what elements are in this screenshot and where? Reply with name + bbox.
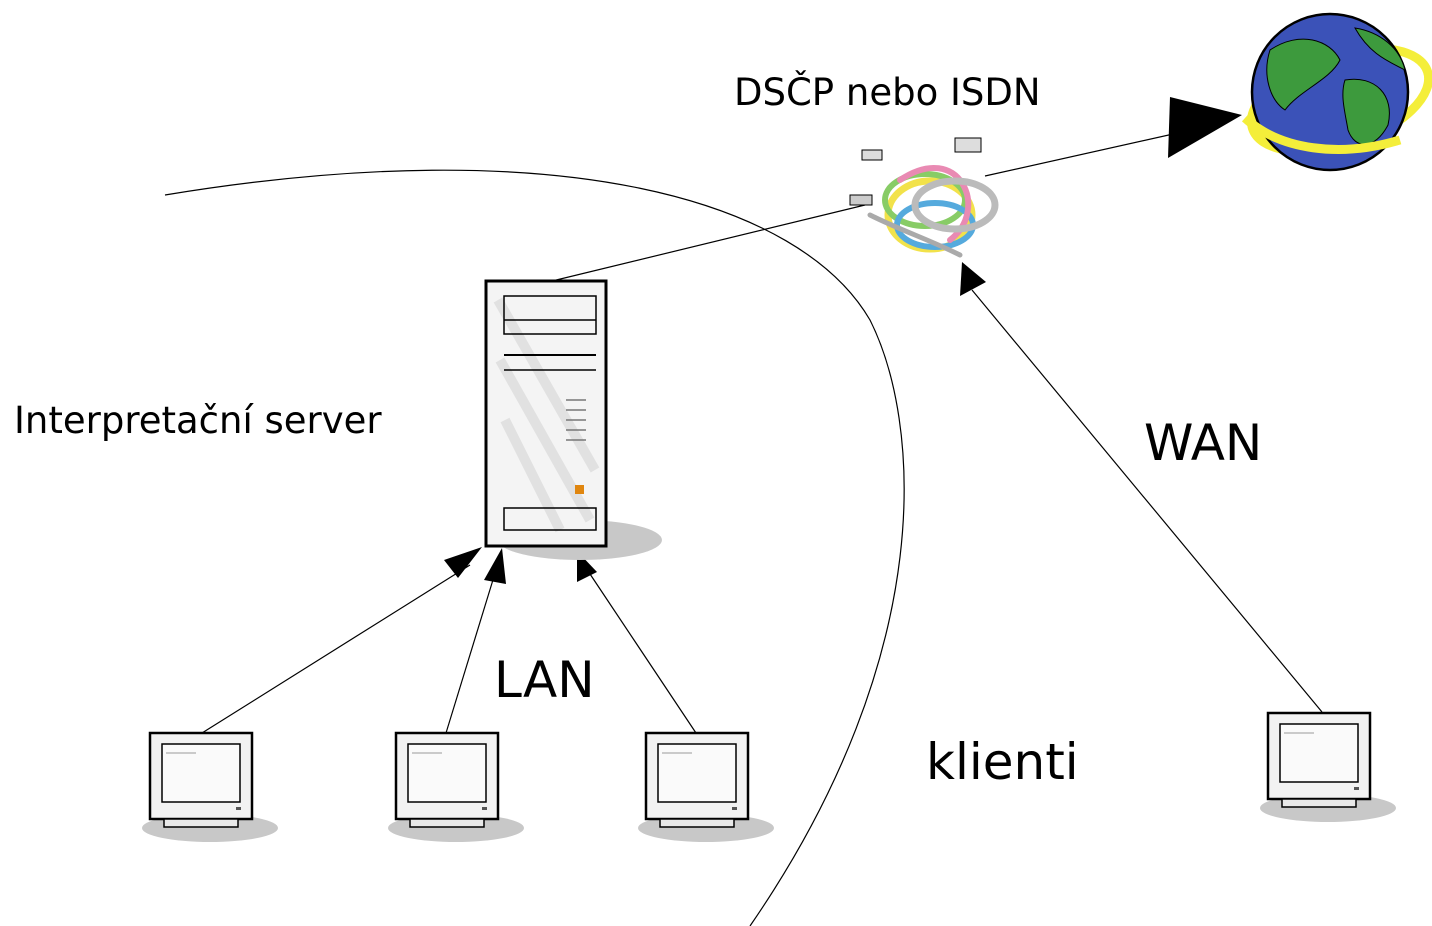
server-tower-icon [484, 279, 662, 560]
server-label: Interpretační server [14, 399, 382, 442]
lan-line-3 [589, 573, 697, 734]
server-uplink-line [547, 204, 866, 283]
client-monitor-2 [386, 731, 526, 844]
clients-label: klienti [926, 733, 1079, 791]
client-monitor-4 [1258, 711, 1398, 824]
boundary-curve [164, 169, 905, 926]
tangled-cables-icon [849, 137, 999, 258]
dscp-label: DSČP nebo ISDN [734, 71, 1041, 114]
lan-arrow-head-1 [444, 547, 482, 578]
globe-icon [1241, 12, 1432, 172]
wan-line [971, 289, 1323, 713]
lan-label: LAN [494, 651, 595, 709]
lan-line-1 [201, 564, 471, 734]
wan-arrow-head [960, 262, 986, 296]
lan-line-2 [445, 569, 497, 734]
internet-link-line [984, 127, 1201, 177]
client-monitor-1 [140, 731, 280, 844]
internet-arrow-head [1168, 97, 1242, 158]
client-monitor-3 [636, 731, 776, 844]
wan-label: WAN [1144, 414, 1263, 472]
lan-arrow-head-2 [484, 548, 506, 584]
